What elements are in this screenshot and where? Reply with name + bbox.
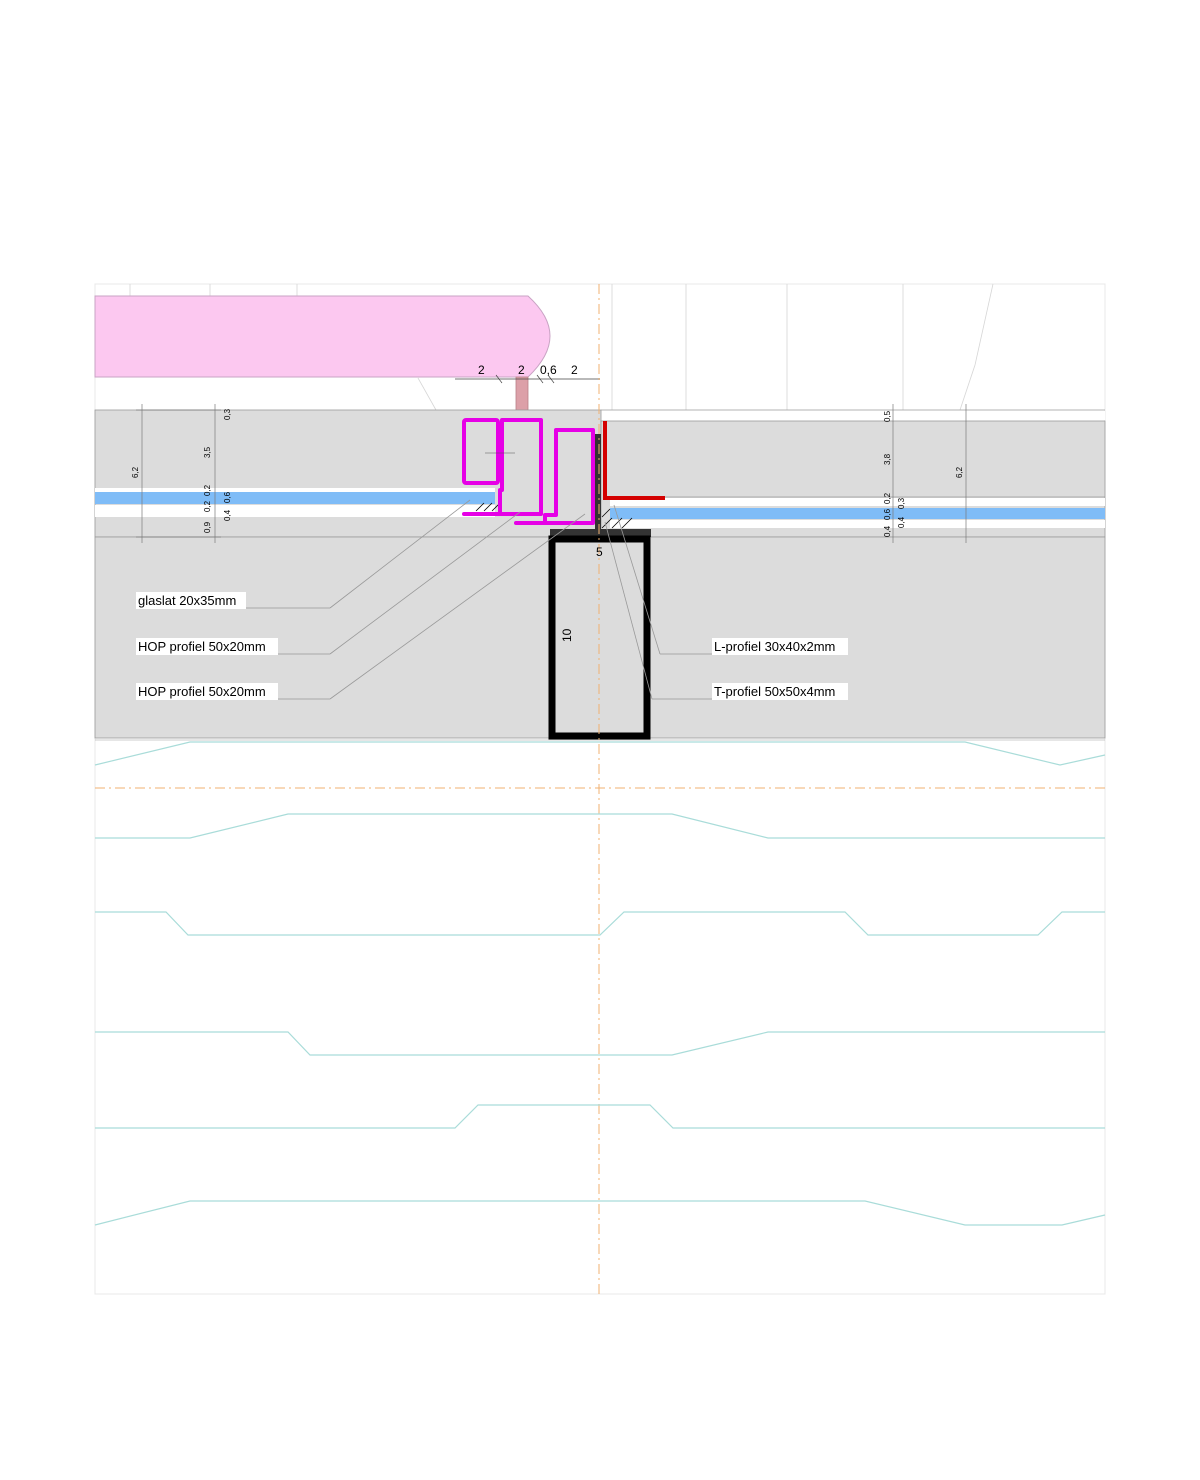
dim-right-2: 0,2 (883, 492, 892, 504)
drawing-frame (94, 283, 1106, 1295)
top-dimension-chain (455, 374, 600, 384)
dim-top-1: 2 (478, 363, 485, 377)
label-hop-profiel-1: HOP profiel 50x20mm (138, 639, 266, 654)
right-glass-layer (610, 508, 1105, 519)
dim-right-4: 0,4 (883, 525, 892, 537)
dim-left-1: 3,5 (203, 446, 212, 458)
dim-right-0: 0,5 (883, 410, 892, 422)
right-white-band (610, 498, 1105, 506)
dim-left-3: 0,2 (203, 500, 212, 512)
label-l-profiel-bg (712, 638, 848, 655)
label-hop-2-bg (136, 683, 278, 700)
left-white-band (95, 488, 495, 492)
left-dimension-values: 6,2 0,3 3,5 0,2 0,2 0,9 0,6 0,4 (131, 408, 232, 533)
dim-left-4: 0,9 (203, 521, 212, 533)
left-panel-section (94, 409, 602, 538)
left-dimension-lines (136, 404, 221, 543)
dim-right-1: 3,8 (883, 453, 892, 465)
right-top-white-strip (610, 411, 1105, 420)
top-dimension-values: 2 2 0,6 2 (478, 363, 578, 377)
dim-left-0: 0,3 (223, 408, 232, 420)
dim-t-height: 10 (560, 628, 574, 642)
dim-top-4: 2 (571, 363, 578, 377)
label-hop-profiel-2: HOP profiel 50x20mm (138, 684, 266, 699)
background-guides (129, 283, 994, 411)
dim-right-3: 0,6 (883, 508, 892, 520)
left-glass-layer (95, 492, 495, 504)
right-dimension-lines (892, 404, 967, 543)
l-profile (603, 421, 665, 500)
component-labels: glaslat 20x35mm HOP profiel 50x20mm HOP … (136, 592, 848, 700)
t-profile-web (595, 434, 601, 529)
hatch-zones (475, 502, 633, 529)
label-t-profiel: T-profiel 50x50x4mm (714, 684, 835, 699)
dim-top-3: 0,6 (540, 363, 557, 377)
hop-profile-2 (543, 428, 595, 525)
dim-left-6: 0,4 (223, 509, 232, 521)
contour-lines (94, 741, 1106, 1226)
handrail-profile (94, 295, 551, 378)
left-lower-white-band (95, 505, 495, 517)
label-hop-1-bg (136, 638, 278, 655)
label-glaslat-bg (136, 592, 246, 609)
dim-left-5: 0,6 (223, 491, 232, 503)
t-profile-flange (550, 529, 651, 537)
label-t-profiel-bg (712, 683, 848, 700)
dim-t-width: 5 (596, 545, 603, 559)
dim-right-5: 0,3 (897, 497, 906, 509)
dim-right-6: 0,4 (897, 516, 906, 528)
lower-section (94, 536, 1106, 739)
right-dimension-values: 6,2 0,5 3,8 0,2 0,6 0,4 0,3 0,4 (883, 410, 964, 537)
label-glaslat: glaslat 20x35mm (138, 593, 236, 608)
dim-left-total: 6,2 (131, 466, 140, 478)
right-panel-section (600, 420, 1106, 538)
label-l-profiel: L-profiel 30x40x2mm (714, 639, 835, 654)
dim-right-total: 6,2 (955, 466, 964, 478)
glaslat-profile (462, 418, 500, 485)
hop-flanges (462, 512, 547, 525)
dim-left-2: 0,2 (203, 484, 212, 496)
right-lower-white-band (610, 520, 1105, 528)
dim-top-2: 2 (518, 363, 525, 377)
